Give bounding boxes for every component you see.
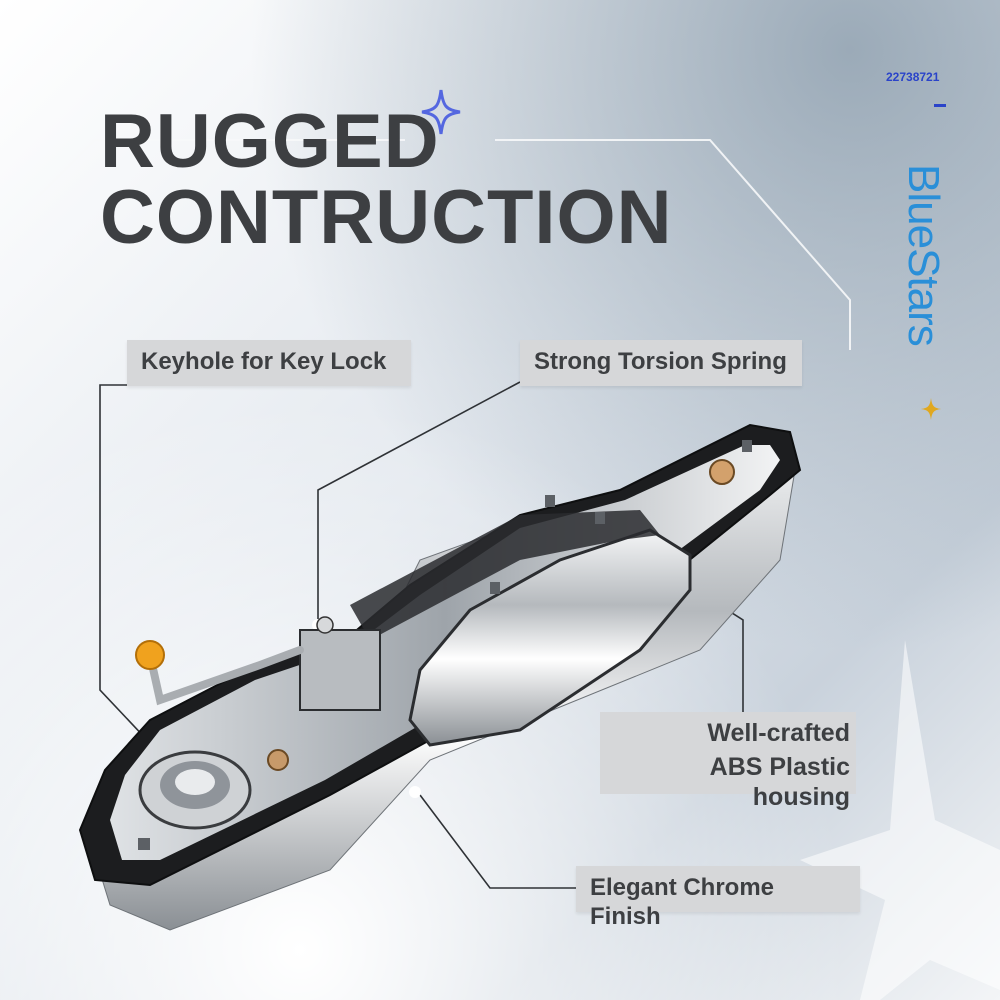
headline-line-1: RUGGED xyxy=(100,99,440,184)
sparkle-icon xyxy=(421,89,461,135)
callout-housing-line-2: ABS Plastic housing xyxy=(709,753,850,811)
callout-keyhole: Keyhole for Key Lock xyxy=(127,340,411,386)
callout-spring-label: Strong Torsion Spring xyxy=(534,348,787,375)
headline-line-2: CONTRUCTION xyxy=(100,175,673,260)
callout-keyhole-label: Keyhole for Key Lock xyxy=(141,348,387,375)
accent-dash xyxy=(934,104,946,107)
bluestars-logo: BlueStars xyxy=(899,164,948,420)
callout-housing: Well-crafted ABS Plastic housing xyxy=(600,712,856,812)
logo-text: BlueStars xyxy=(899,164,948,346)
callout-housing-line-1: Well-crafted xyxy=(707,719,850,747)
callout-chrome-label: Elegant Chrome Finish xyxy=(590,874,775,930)
callout-chrome: Elegant Chrome Finish xyxy=(576,866,860,930)
callout-spring: Strong Torsion Spring xyxy=(520,340,802,386)
part-number: 22738721 xyxy=(886,70,940,84)
